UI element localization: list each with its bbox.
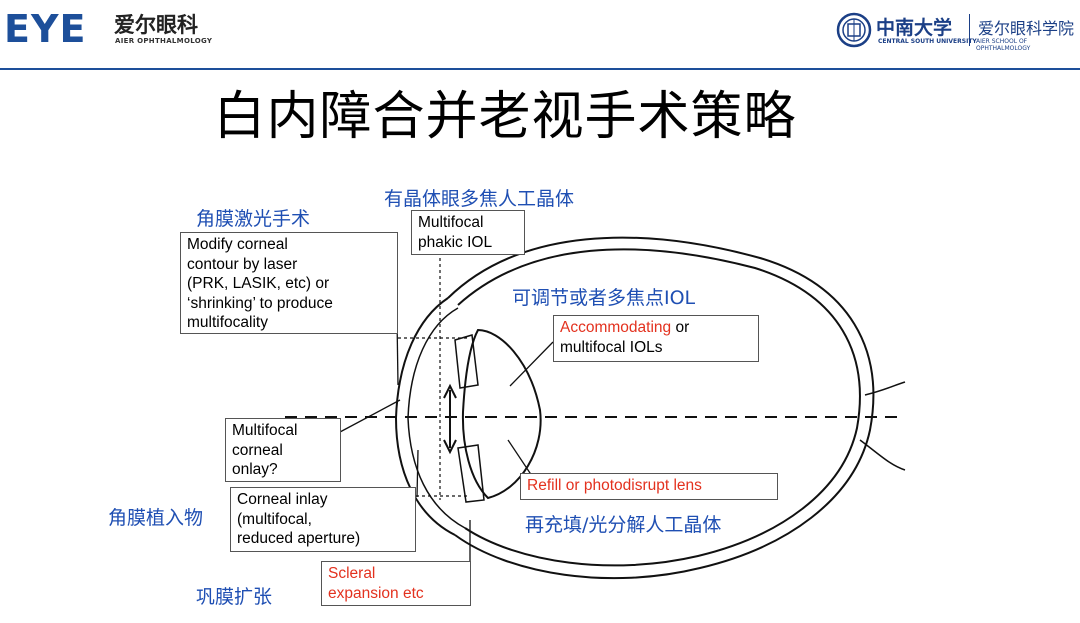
box-line: ‘shrinking’ to produce (187, 294, 333, 312)
accom-pointer (509, 341, 554, 387)
box-phakic-iol: Multifocal phakic IOL (411, 210, 525, 255)
box-line: Refill or photodisrupt lens (527, 477, 702, 494)
label-corneal-inlay: 角膜植入物 (108, 507, 204, 529)
accom-red-text: Accommodating (560, 319, 672, 336)
box-line: Multifocal (418, 214, 484, 231)
cornea-outer (394, 297, 456, 536)
box-line: Accommodating or (560, 318, 752, 338)
box-line: (multifocal, (237, 510, 312, 528)
inlay-pointer (416, 449, 419, 498)
box-line: phakic IOL (418, 233, 493, 251)
box-corneal-laser: Modify corneal contour by laser (PRK, LA… (180, 232, 398, 334)
box-line: Modify corneal (187, 236, 288, 253)
box-line: Scleral (328, 565, 376, 582)
box-line: Corneal inlay (237, 491, 328, 508)
label-accommodating-iol: 可调节或者多焦点IOL (512, 287, 696, 309)
aier-logo-en: AIER OPHTHALMOLOGY (115, 37, 213, 45)
box-line: (PRK, LASIK, etc) or (187, 275, 330, 292)
label-refill-lens: 再充填/光分解人工晶体 (525, 514, 722, 536)
accom-or-text: or (671, 319, 690, 336)
csu-name-cn: 中南大学 (876, 17, 953, 39)
box-corneal-inlay: Corneal inlay (multifocal, reduced apert… (230, 487, 416, 552)
label-corneal-laser: 角膜激光手术 (196, 208, 311, 230)
iris-upper (454, 334, 479, 389)
box-line: corneal (232, 441, 283, 459)
aier-logo-cn: 爱尔眼科 (114, 12, 198, 37)
school-name-en: AIER SCHOOL OF OPHTHALMOLOGY (976, 38, 1031, 52)
onlay-pointer (339, 399, 401, 433)
box-line: expansion etc (328, 584, 424, 602)
slide-title: 白内障合并老视手术策略 (213, 87, 797, 147)
optic-nerve (859, 381, 906, 471)
crystalline-lens (461, 328, 542, 500)
label-scleral-expansion: 巩膜扩张 (196, 586, 273, 608)
header-rule (0, 68, 1080, 70)
csu-seal-icon (836, 12, 872, 48)
box-line: contour by laser (187, 255, 298, 273)
box-corneal-onlay: Multifocal corneal onlay? (225, 418, 341, 482)
iris-lower (457, 444, 485, 503)
sclera-outer (447, 236, 875, 580)
box-scleral-expansion: Scleral expansion etc (321, 561, 471, 606)
box-line: multifocal IOLs (560, 338, 663, 356)
label-phakic-iol: 有晶体眼多焦人工晶体 (384, 188, 575, 210)
box-refill-lens: Refill or photodisrupt lens (520, 473, 778, 500)
box-line: multifocality (187, 314, 268, 331)
box-line: Multifocal (232, 422, 298, 439)
box-accommodating-iol: Accommodating or multifocal IOLs (553, 315, 759, 362)
school-name-cn: 爱尔眼科学院 (978, 19, 1075, 38)
eye-logo: EYE (4, 7, 87, 51)
box-line: onlay? (232, 461, 278, 478)
sclera-inner (457, 248, 861, 567)
header-divider (969, 14, 970, 46)
box-line: reduced aperture) (237, 530, 361, 547)
csu-name-en: CENTRAL SOUTH UNIVERSITY (878, 38, 977, 45)
